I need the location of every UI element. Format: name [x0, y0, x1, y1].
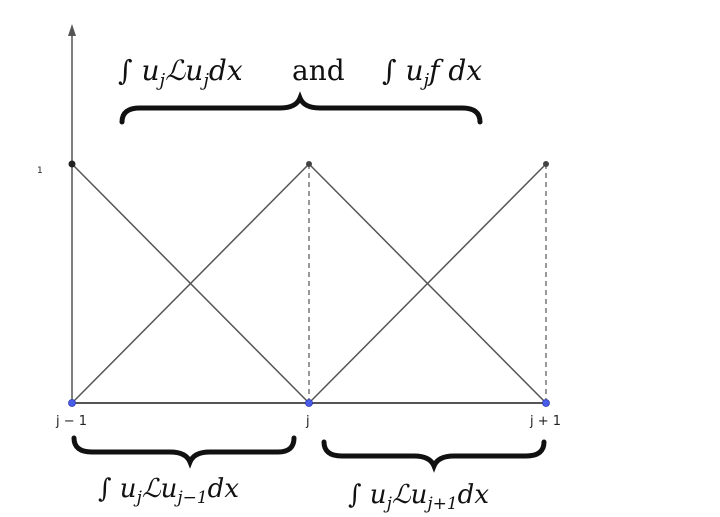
x-tick-j-minus-1: j − 1	[55, 414, 87, 429]
hat-center-up	[71, 163, 310, 404]
node-j	[305, 399, 313, 407]
bottom-left-brace	[71, 435, 297, 469]
y-axis-arrow	[68, 24, 76, 36]
bottom-right-brace	[321, 439, 547, 473]
top-brace	[119, 91, 483, 125]
top-formula-right: ∫ ujf dx	[382, 54, 482, 91]
top-formula: ∫ ujℒujdx	[118, 54, 243, 91]
peak-point-j	[306, 161, 312, 167]
bottom-left-formula: ∫ ujℒuj−1dx	[98, 474, 239, 508]
peak-point-j-plus-1	[543, 161, 549, 167]
node-j-plus-1	[542, 399, 550, 407]
top-connector: and	[292, 54, 345, 87]
hat-right-up	[308, 163, 547, 404]
y-tick-1: 1	[37, 166, 43, 176]
x-tick-j: j	[305, 414, 310, 429]
node-j-minus-1	[68, 399, 76, 407]
peak-point-j-minus-1	[68, 160, 76, 168]
bottom-right-formula: ∫ ujℒuj+1dx	[348, 480, 489, 514]
x-tick-j-plus-1: j + 1	[529, 414, 561, 429]
